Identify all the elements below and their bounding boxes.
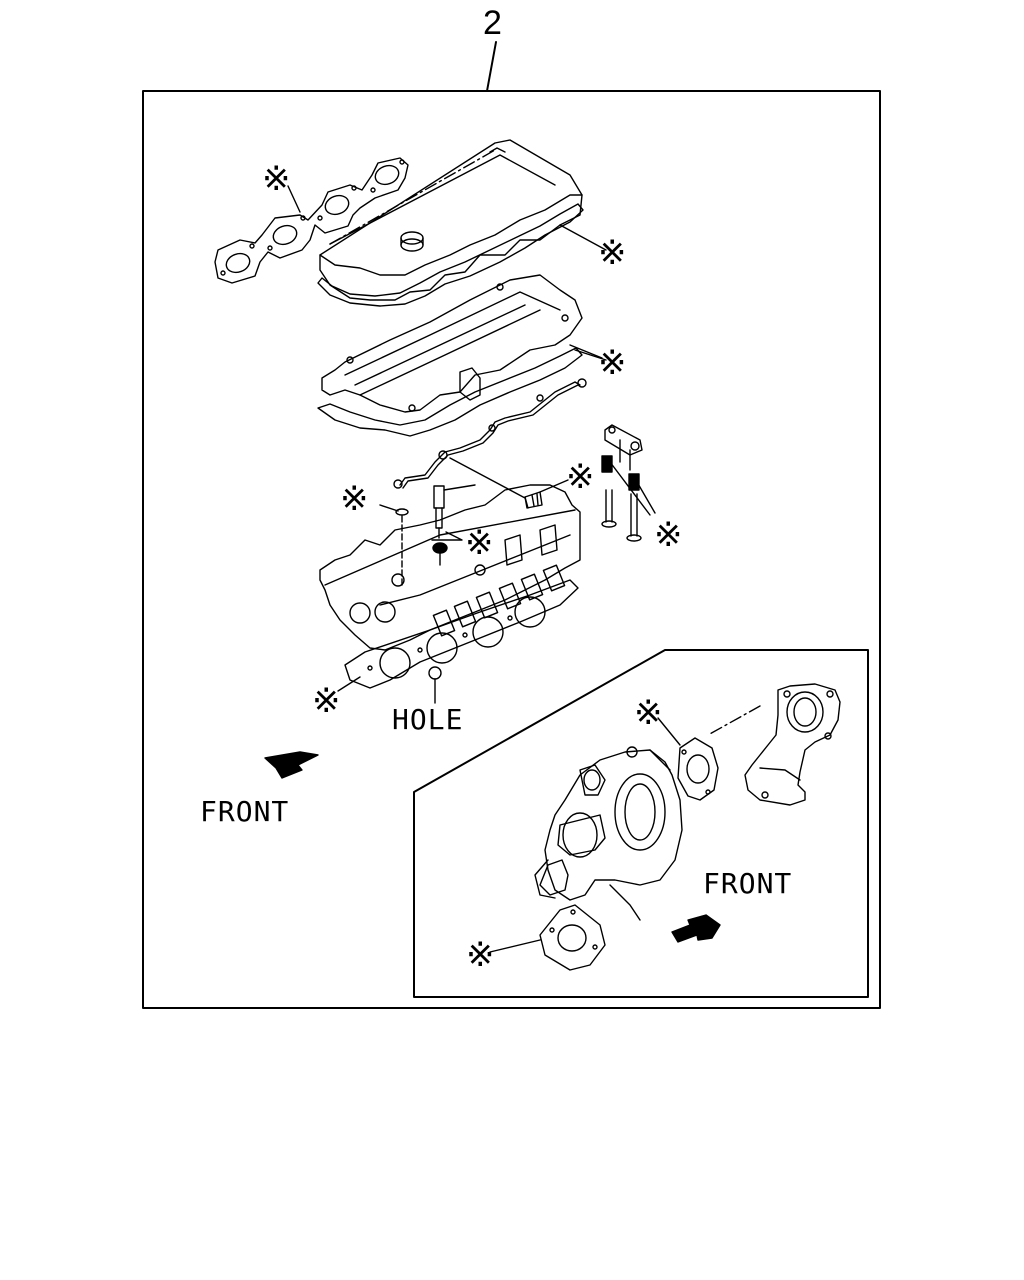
assembly-number: 2	[483, 4, 503, 42]
callout-mark-camshaft-housing: ※	[598, 343, 627, 383]
exhaust-elbow	[745, 684, 840, 805]
valve-assembly	[602, 425, 642, 541]
cylinder-head	[320, 485, 580, 650]
callout-mark-head-gasket: ※	[312, 681, 341, 721]
turbo-outlet-gasket	[678, 738, 718, 800]
turbo-inlet-gasket	[540, 905, 605, 970]
front-label-main: FRONT	[200, 795, 290, 828]
camshaft-housing	[322, 275, 582, 412]
outer-frame	[143, 91, 880, 1008]
callout-mark-valve-seal: ※	[566, 457, 595, 497]
assembly-leader	[487, 42, 496, 91]
front-arrow-inset	[672, 915, 720, 942]
hole-label: HOLE	[392, 703, 464, 736]
washer	[396, 509, 408, 515]
callout-mark-head-cover: ※	[598, 233, 627, 273]
camshaft-housing-gasket	[318, 348, 582, 436]
cylinder-head-gasket	[345, 580, 578, 688]
front-arrow-main	[265, 752, 318, 778]
head-cover-gasket	[318, 204, 583, 306]
exhaust-manifold-gasket	[215, 158, 408, 283]
callout-mark-washer: ※	[340, 479, 369, 519]
valve-stem-seal	[525, 492, 542, 508]
injector-seal	[432, 532, 462, 565]
callout-mark-turbo-inlet-gasket: ※	[466, 935, 495, 975]
callout-mark-exhaust-manifold: ※	[262, 159, 291, 199]
cylinder-head-cover	[320, 140, 582, 300]
front-label-inset: FRONT	[703, 867, 793, 900]
callout-mark-injector-seal: ※	[465, 523, 494, 563]
injector	[434, 485, 475, 538]
callout-mark-turbo-outlet-gasket: ※	[634, 693, 663, 733]
turbocharger	[535, 747, 682, 920]
injector-pipes	[394, 379, 586, 488]
inset-frame	[414, 650, 868, 997]
callout-mark-valves: ※	[654, 515, 683, 555]
